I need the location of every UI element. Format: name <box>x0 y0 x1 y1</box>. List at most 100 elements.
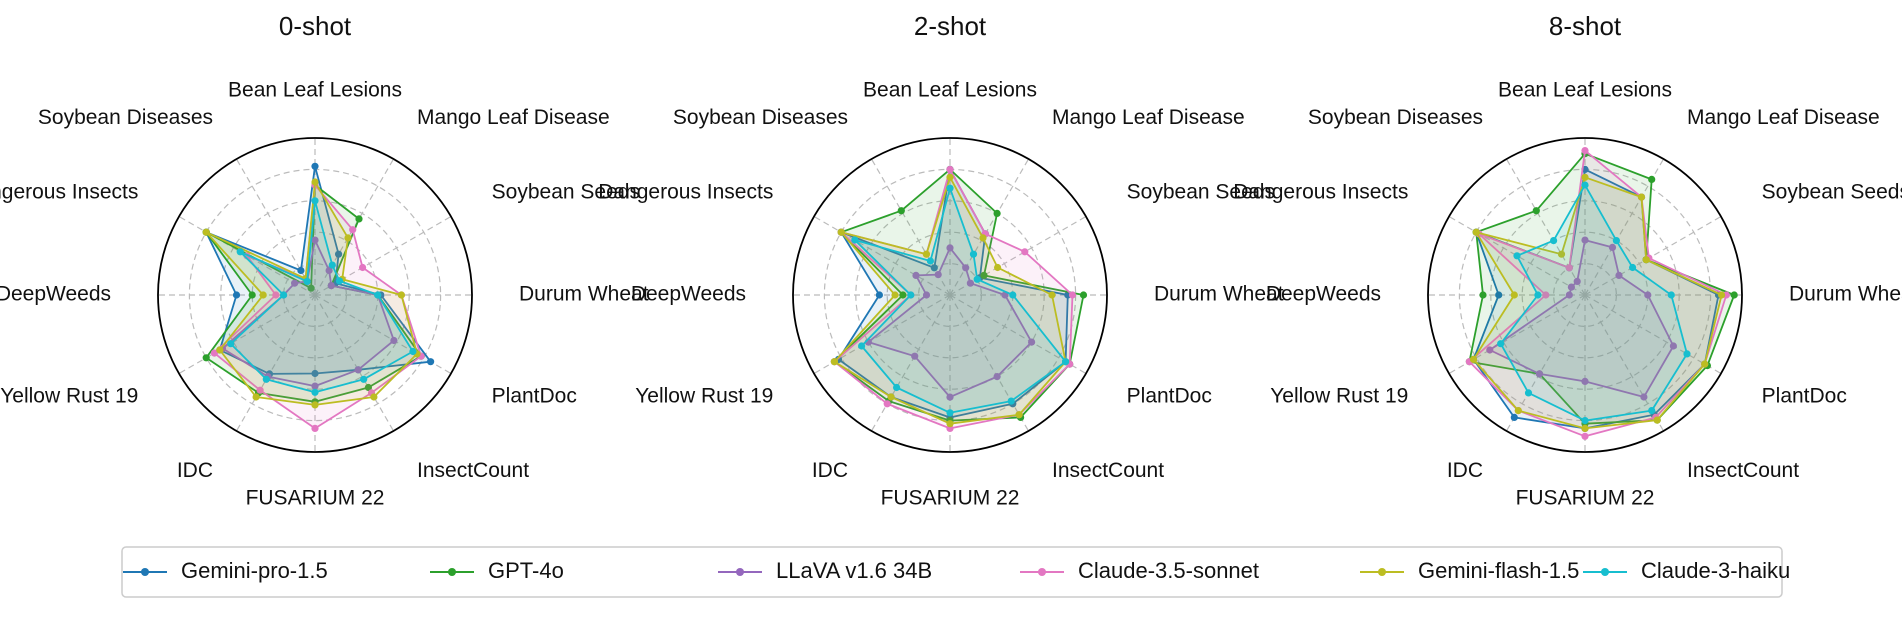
data-point <box>912 271 920 279</box>
data-point <box>311 197 319 205</box>
data-point <box>837 228 845 236</box>
data-point <box>1730 291 1738 299</box>
data-point <box>210 349 218 357</box>
data-point <box>297 266 305 275</box>
legend-marker <box>448 568 456 576</box>
data-point <box>946 244 954 252</box>
data-point <box>911 352 919 360</box>
data-point <box>327 282 335 290</box>
data-point <box>259 291 267 299</box>
category-label: Dangerous Insects <box>598 181 773 204</box>
data-point <box>325 266 333 275</box>
data-point <box>1062 358 1070 366</box>
data-point <box>1079 291 1088 299</box>
data-point <box>390 336 398 345</box>
data-point <box>1581 147 1589 155</box>
data-point <box>1535 370 1544 378</box>
data-point <box>280 291 288 299</box>
category-label: Dangerous Insects <box>0 181 138 204</box>
data-point <box>335 277 344 285</box>
grid-spoke <box>1584 215 1722 296</box>
data-point <box>397 291 405 299</box>
grid-spoke <box>1448 215 1586 296</box>
data-point <box>922 291 931 299</box>
data-point <box>1683 350 1691 358</box>
series-gemini-flash-1-5 <box>1469 173 1726 432</box>
series-gemini-flash-1-5 <box>830 173 1070 428</box>
legend-item-claude-3-5-sonnet: Claude-3.5-sonnet <box>1020 558 1259 583</box>
legend-item-llava-v1-6-34b: LLaVA v1.6 34B <box>718 558 932 583</box>
grid-spoke <box>314 158 395 296</box>
data-point <box>1469 355 1478 363</box>
data-point <box>1550 237 1558 245</box>
category-label: FUSARIUM 22 <box>1516 487 1655 510</box>
data-point <box>993 373 1001 381</box>
series-llava-v1-6-34b <box>1486 236 1677 401</box>
legend-marker <box>141 568 149 576</box>
data-point <box>1068 291 1077 299</box>
category-label: Durum Wheat <box>1154 283 1284 306</box>
data-point <box>946 165 954 173</box>
data-point <box>891 291 899 299</box>
legend-frame <box>121 546 1783 598</box>
category-label: Yellow Rust 19 <box>0 385 138 408</box>
data-point <box>1648 175 1656 183</box>
grid-spoke <box>314 294 395 432</box>
data-point <box>893 383 901 392</box>
data-point <box>303 277 311 285</box>
data-point <box>851 236 859 244</box>
data-point <box>1581 236 1589 244</box>
grid-spoke <box>178 294 316 375</box>
grid-spoke <box>235 158 316 296</box>
legend-item-gpt-4o: GPT-4o <box>430 558 564 583</box>
data-point <box>360 375 368 383</box>
data-point <box>328 261 336 269</box>
data-point <box>311 369 319 378</box>
data-point <box>364 383 372 392</box>
data-point <box>311 388 319 396</box>
category-label: IDC <box>177 459 213 482</box>
category-label: Dangerous Insects <box>1233 181 1408 204</box>
data-point <box>344 234 352 242</box>
data-point <box>335 250 343 258</box>
legend-marker <box>736 568 744 576</box>
data-point <box>349 226 357 234</box>
data-point <box>311 162 319 170</box>
data-point <box>830 358 839 366</box>
category-label: FUSARIUM 22 <box>246 487 385 510</box>
data-point <box>966 279 975 287</box>
category-label: Bean Leaf Lesions <box>863 79 1037 102</box>
data-point <box>1557 250 1566 258</box>
data-point <box>311 236 319 244</box>
outer-frame <box>1427 137 1743 453</box>
data-point <box>1495 291 1503 299</box>
data-point <box>994 263 1002 272</box>
legend-label: Gemini-flash-1.5 <box>1418 558 1579 583</box>
category-label: Bean Leaf Lesions <box>228 79 402 102</box>
data-point <box>1648 407 1656 415</box>
data-point <box>1514 407 1522 415</box>
category-label: FUSARIUM 22 <box>881 487 1020 510</box>
data-point <box>1009 291 1017 299</box>
legend-label: Claude-3-haiku <box>1641 558 1790 583</box>
grid-spoke <box>314 215 452 296</box>
category-label: Bean Leaf Lesions <box>1498 79 1672 102</box>
data-point <box>1642 256 1650 264</box>
category-label: DeepWeeds <box>1266 283 1381 306</box>
legend-item-claude-3-haiku: Claude-3-haiku <box>1583 558 1790 583</box>
data-point <box>1581 377 1589 385</box>
category-label: Mango Leaf Disease <box>417 106 610 129</box>
category-label: Yellow Rust 19 <box>635 385 773 408</box>
data-point <box>930 264 938 272</box>
data-point <box>1653 416 1661 424</box>
legend-item-gemini-pro-1-5: Gemini-pro-1.5 <box>123 558 328 583</box>
data-point <box>1615 271 1623 279</box>
data-point <box>1612 237 1620 245</box>
data-point <box>922 250 931 258</box>
data-point <box>355 215 363 223</box>
data-point <box>969 250 978 258</box>
legend-label: Gemini-pro-1.5 <box>181 558 328 583</box>
